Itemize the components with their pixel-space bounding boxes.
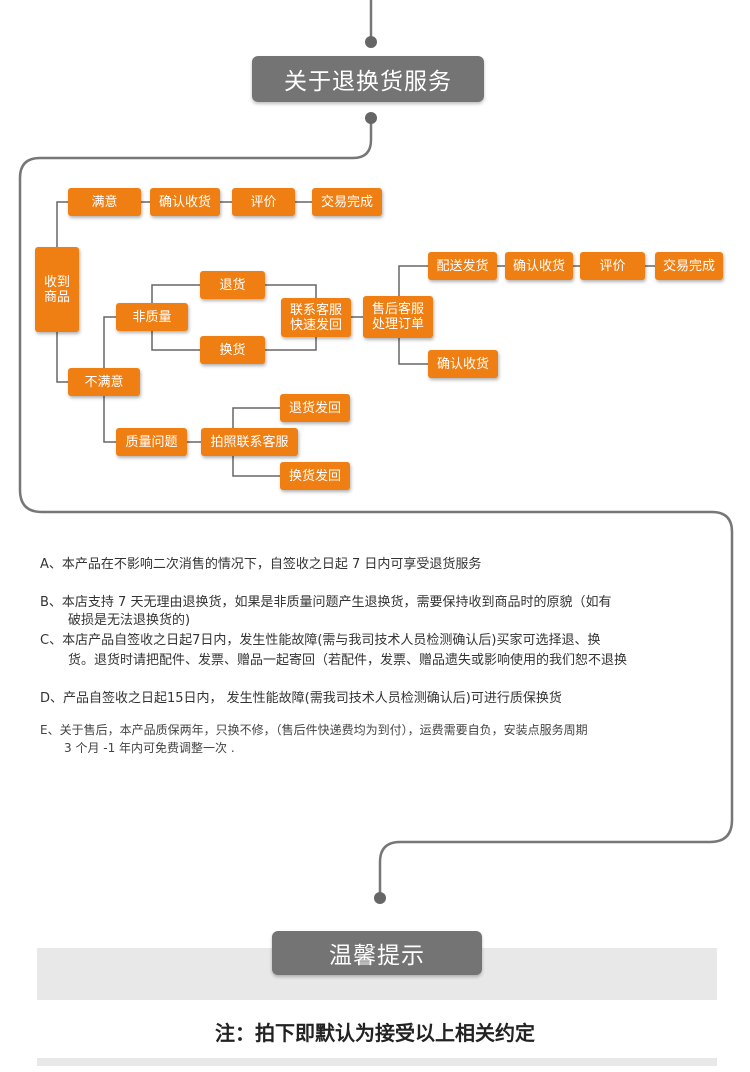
- exchange-send-back-box: 换货发回: [280, 462, 350, 490]
- after-sales-process-box: 售后客服 处理订单: [363, 296, 433, 338]
- return-service-title: 关于退换货服务: [252, 56, 484, 102]
- satisfied-box: 满意: [68, 188, 141, 216]
- rule-d: D、产品自签收之日起15日内， 发生性能故障(需我司技术人员检测确认后)可进行质…: [40, 691, 562, 706]
- confirm-receipt-box-2: 确认收货: [505, 252, 573, 280]
- confirm-receipt-box-3: 确认收货: [428, 350, 498, 378]
- trade-complete-box-1: 交易完成: [312, 188, 382, 216]
- rule-a: A、本产品在不影响二次消售的情况下，自签收之日起 7 日内可享受退货服务: [40, 557, 482, 572]
- review-box-2: 评价: [580, 252, 645, 280]
- rule-e-line2: 3 个月 -1 年内可免费调整一次 .: [64, 741, 235, 755]
- quality-issue-box: 质量问题: [116, 428, 187, 456]
- rule-c-line1: C、本店产品自签收之日起7日内，发生性能故障(需与我司技术人员检测确认后)买家可…: [40, 633, 601, 648]
- confirm-receipt-box-1: 确认收货: [150, 188, 220, 216]
- photo-contact-cs-box: 拍照联系客服: [201, 428, 298, 456]
- trade-complete-box-2: 交易完成: [655, 252, 723, 280]
- exchange-goods-box: 换货: [200, 336, 265, 364]
- rule-c-line2: 货。退货时请把配件、发票、赠品一起寄回（若配件，发票、赠品遗失或影响使用的我们恕…: [68, 653, 628, 668]
- review-box-1: 评价: [232, 188, 295, 216]
- contact-cs-fast-return-box: 联系客服 快速发回: [281, 298, 351, 337]
- received-goods-box: 收到 商品: [35, 247, 79, 332]
- rule-b-line1: B、本店支持 7 天无理由退换货，如果是非质量问题产生退换货，需要保持收到商品时…: [40, 595, 612, 610]
- rule-b-line2: 破损是无法退换货的): [68, 613, 191, 628]
- rule-e-line1: E、关于售后，本产品质保两年，只换不修，（售后件快递费均为到付），运费需要自负，…: [40, 723, 588, 737]
- non-quality-box: 非质量: [116, 303, 188, 331]
- return-send-back-box: 退货发回: [280, 394, 350, 422]
- warm-tips-title: 温馨提示: [272, 931, 482, 975]
- tips-band-bottom: [37, 1058, 717, 1066]
- return-goods-box: 退货: [200, 271, 265, 299]
- ship-out-box: 配送发货: [428, 252, 497, 280]
- dissatisfied-box: 不满意: [68, 368, 140, 396]
- notice-text: 注：拍下即默认为接受以上相关约定: [215, 1021, 535, 1045]
